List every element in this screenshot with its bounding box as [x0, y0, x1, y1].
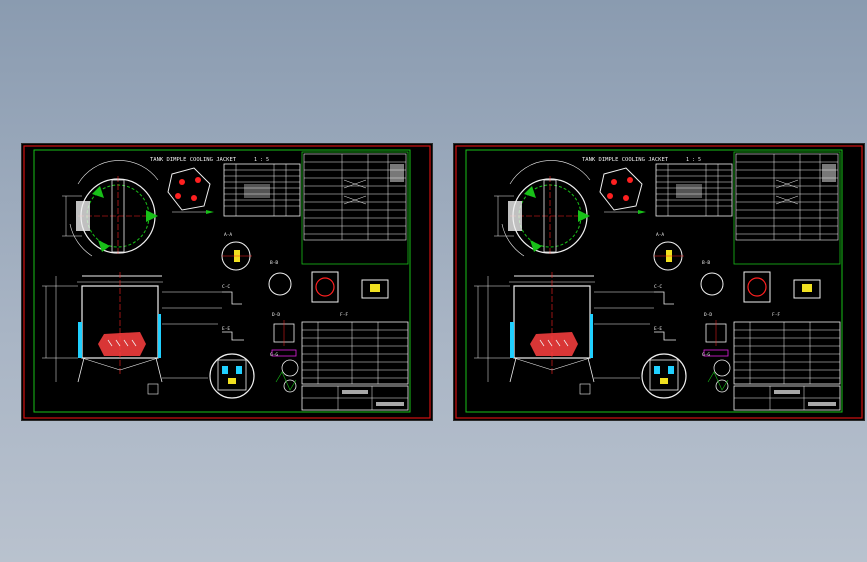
revision-table: [301, 321, 409, 385]
specification-table: [301, 151, 409, 265]
cad-drawing-left: TANK DIMPLE COOLING JACKET 1 : 5: [23, 145, 431, 419]
drawing-frame: [465, 149, 843, 413]
detail-label-e: E-E: [654, 326, 662, 332]
parts-list-top: [655, 163, 733, 217]
tank-elevation-view: [474, 272, 654, 395]
tank-plan-view: [62, 160, 159, 257]
detail-label-g: G-G: [270, 352, 278, 358]
detail-label-c: C-C: [654, 284, 662, 290]
detail-label-d: D-D: [704, 312, 712, 318]
specification-table: [733, 151, 841, 265]
drawing-title: TANK DIMPLE COOLING JACKET: [150, 157, 237, 163]
flange-detail: [599, 167, 646, 214]
detail-label-b: B-B: [702, 260, 710, 266]
detail-label-c: C-C: [222, 284, 230, 290]
flange-detail: [167, 167, 214, 214]
parts-list-top: [223, 163, 301, 217]
sheet-border: [23, 145, 431, 419]
detail-label-a: A-A: [224, 232, 232, 238]
drawing-sheet-left[interactable]: TANK DIMPLE COOLING JACKET 1 : 5: [21, 143, 433, 421]
drawing-sheet-right[interactable]: TANK DIMPLE COOLING JACKET 1 : 5: [453, 143, 865, 421]
detail-label-f: F-F: [772, 312, 780, 318]
detail-label-b: B-B: [270, 260, 278, 266]
title-block: [733, 385, 841, 411]
tank-plan-view: [494, 160, 591, 257]
detail-views: [641, 241, 821, 399]
revision-table: [733, 321, 841, 385]
drawing-title: TANK DIMPLE COOLING JACKET: [582, 157, 669, 163]
title-block: [301, 385, 409, 411]
detail-label-d: D-D: [272, 312, 280, 318]
cad-drawing-right: TANK DIMPLE COOLING JACKET 1 : 5: [455, 145, 863, 419]
drawing-frame: [33, 149, 411, 413]
detail-label-f: F-F: [340, 312, 348, 318]
tank-elevation-view: [42, 272, 222, 395]
detail-label-e: E-E: [222, 326, 230, 332]
scale-label: 1 : 5: [686, 157, 701, 163]
sheet-border: [455, 145, 863, 419]
scale-label: 1 : 5: [254, 157, 269, 163]
detail-label-g: G-G: [702, 352, 710, 358]
detail-label-a: A-A: [656, 232, 664, 238]
detail-views: [209, 241, 389, 399]
